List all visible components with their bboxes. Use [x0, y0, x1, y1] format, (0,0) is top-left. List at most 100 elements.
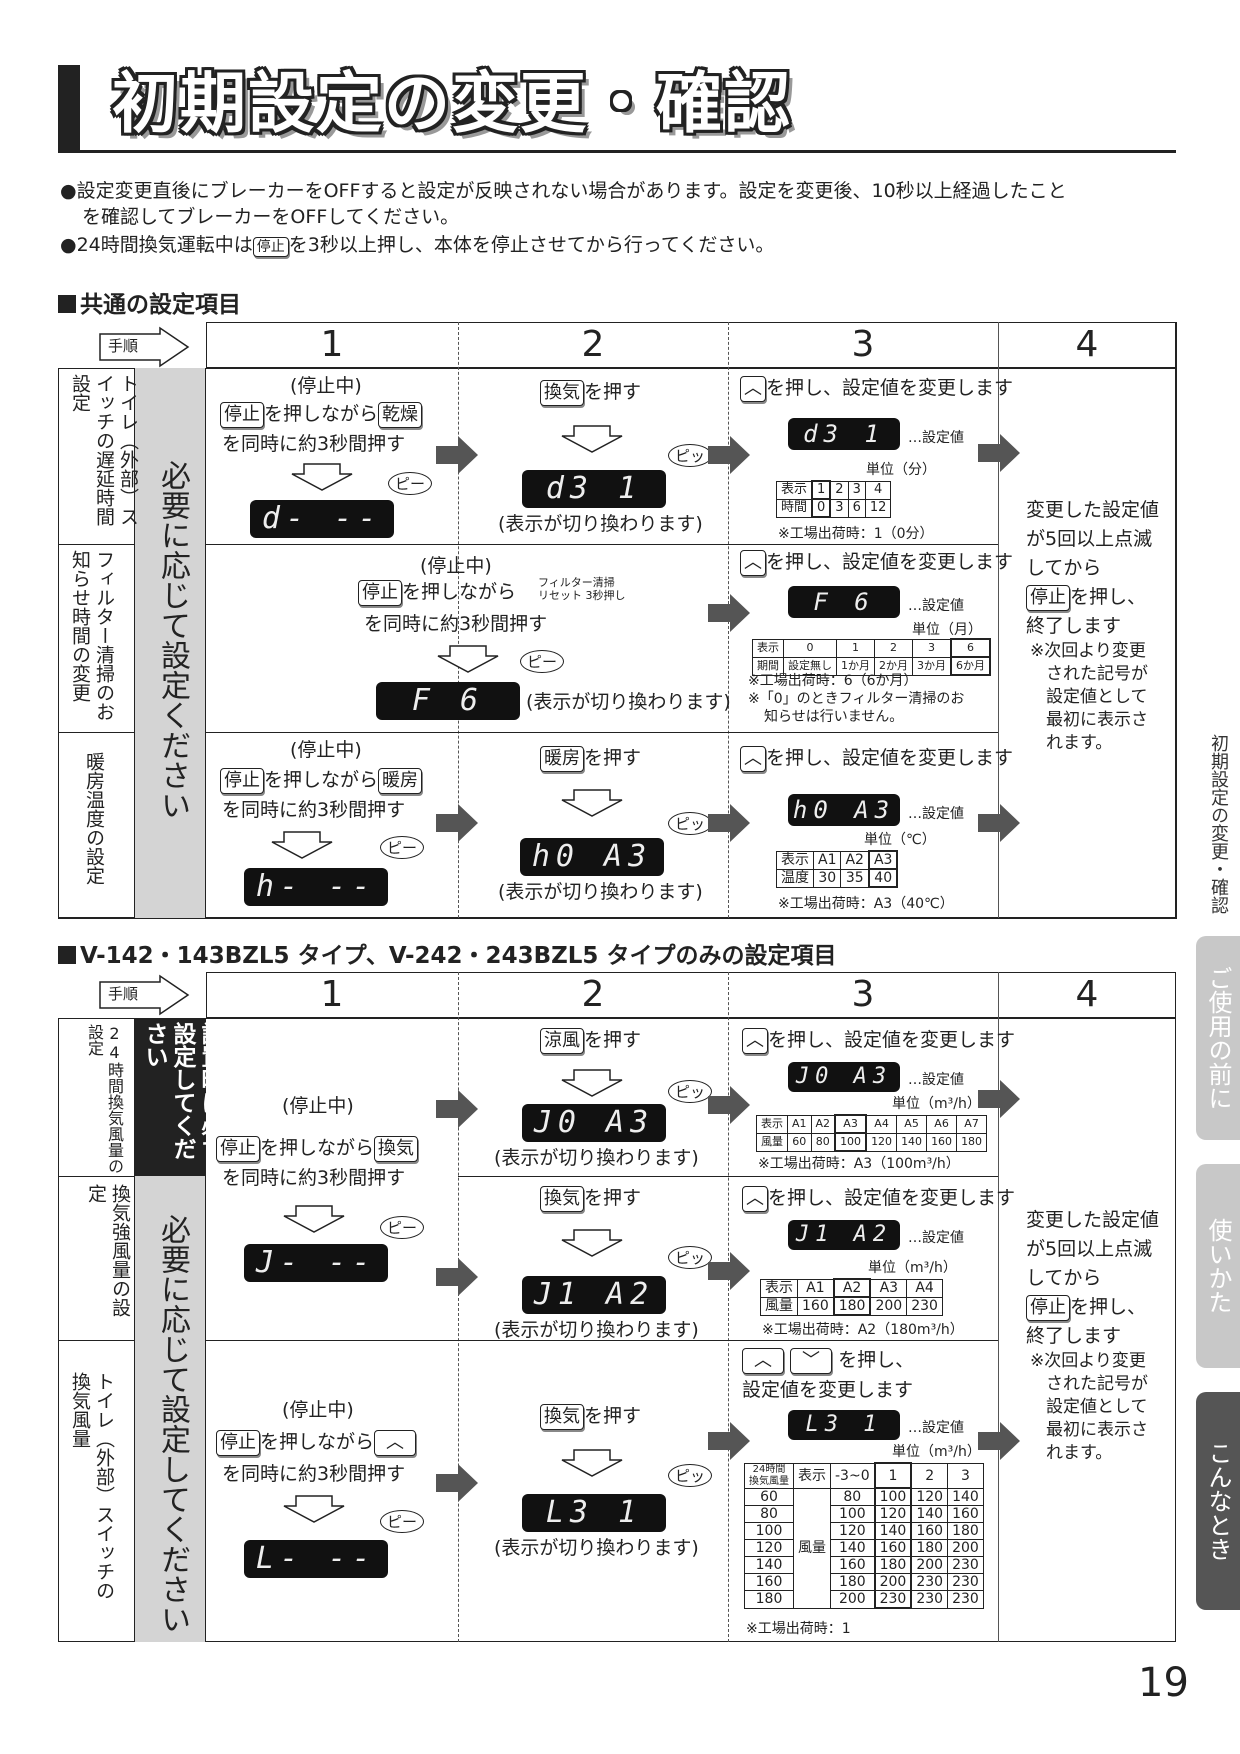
- beep-bubble: ピッ: [668, 1246, 713, 1269]
- side-band: [134, 1176, 206, 1642]
- page-title: 初期設定の変更・確認: [112, 65, 792, 142]
- beep-bubble: ピッ: [668, 1464, 713, 1487]
- up-key: ︿: [740, 746, 766, 772]
- step-4: 4: [1075, 324, 1099, 365]
- sidebar-tab-troubleshooting[interactable]: こんなとき: [1196, 1392, 1240, 1610]
- right-arrow-icon: [708, 1086, 750, 1124]
- vent-key: 換気: [540, 380, 584, 406]
- lcd-display: d- --: [250, 500, 394, 538]
- lcd-display: d3 1: [522, 470, 666, 508]
- lcd-display: L3 1: [522, 1494, 666, 1532]
- down-arrow-icon: [561, 425, 623, 453]
- stop-key: 停止: [252, 237, 289, 257]
- down-arrow-icon: [561, 789, 623, 817]
- section2-table: [58, 1018, 1176, 1642]
- beep-bubble: ピー: [380, 1216, 425, 1239]
- up-key: ︿: [742, 1348, 784, 1374]
- lcd-display: h0 A3: [788, 794, 900, 826]
- beep-bubble: ピー: [388, 472, 433, 495]
- heating-key: 暖房: [378, 768, 423, 794]
- row-name-heating: 暖房温度の設定: [83, 752, 105, 885]
- step4-note: ※次回より変更された記号が設定値として最初に表示されます。: [1030, 1351, 1148, 1463]
- stop-key: 停止: [216, 1430, 260, 1456]
- step4-text: 変更した設定値が5回以上点滅してから 停止を押し、 終了します: [1026, 499, 1160, 637]
- sidebar-current: 初期設定の変更・確認: [1208, 734, 1229, 914]
- sidebar-tab-how-to-use[interactable]: 使いかた: [1196, 1164, 1240, 1368]
- right-arrow-icon: [978, 1080, 1020, 1118]
- steps-label-arrow: 手順: [98, 974, 190, 1020]
- beep-bubble: ピッ: [668, 444, 713, 467]
- up-key: ︿: [740, 550, 766, 576]
- down-arrow-icon: [561, 1229, 623, 1257]
- lcd-display: J1 A2: [788, 1220, 900, 1250]
- row-name-filter: フィルター清掃のお知らせ時間の変更: [69, 550, 115, 721]
- right-arrow-icon: [436, 804, 478, 842]
- right-arrow-icon: [436, 1464, 478, 1502]
- lcd-display: J1 A2: [522, 1276, 666, 1314]
- down-arrow-icon: [561, 1449, 623, 1477]
- stop-key: 停止: [358, 580, 402, 606]
- side-label: 必要に応じて設定してください: [155, 1214, 190, 1634]
- vent-key: 換気: [374, 1136, 419, 1162]
- title-rule: [58, 150, 1176, 153]
- filter-reset-key: フィルター清掃リセット 3秒押し: [538, 576, 626, 602]
- lcd-display: L3 1: [788, 1410, 900, 1440]
- row-name-24h-airflow: 24時間換気風量の設定: [85, 1024, 124, 1174]
- stop-key: 停止: [220, 402, 264, 428]
- step-3: 3: [851, 974, 875, 1015]
- beep-bubble: ピッ: [668, 812, 713, 835]
- row-name-toilet-airflow: トイレ（外部）スイッチの換気風量: [69, 1372, 115, 1600]
- lcd-display: L- --: [244, 1540, 388, 1578]
- up-key: ︿: [742, 1028, 768, 1054]
- beep-bubble: ピー: [380, 836, 425, 859]
- down-arrow-icon: [561, 1069, 623, 1097]
- note-1: ●設定変更直後にブレーカーをOFFすると設定が反映されない場合があります。設定を…: [60, 180, 1067, 202]
- right-arrow-icon: [708, 804, 750, 842]
- section1-table: [58, 322, 1177, 919]
- row-name-strong-airflow: 換気強風量の設定: [85, 1184, 131, 1317]
- right-arrow-icon: [708, 1252, 750, 1290]
- sidebar-tab-before-use[interactable]: ご使用の前に: [1196, 936, 1240, 1140]
- down-arrow-icon: [283, 1205, 345, 1233]
- beep-bubble: ピッ: [668, 1080, 713, 1103]
- vent-key: 換気: [540, 1404, 584, 1430]
- step-1: 1: [320, 324, 344, 365]
- right-arrow-icon: [978, 1422, 1020, 1460]
- cool-breeze-key: 涼風: [540, 1028, 584, 1054]
- up-key: ︿: [742, 1186, 768, 1212]
- up-key: ︿: [740, 376, 766, 402]
- right-arrow-icon: [708, 436, 750, 474]
- lcd-display: F 6: [788, 586, 900, 618]
- stop-key: 停止: [216, 1136, 260, 1162]
- right-arrow-icon: [708, 594, 750, 632]
- side-label-required: 設置時に必ず設定してください: [141, 1022, 223, 1160]
- right-arrow-icon: [436, 436, 478, 474]
- note-2: ●24時間換気運転中は停止を3秒以上押し、本体を停止させてから行ってください。: [60, 234, 775, 257]
- down-arrow-icon: [437, 645, 499, 673]
- stop-key: 停止: [1026, 585, 1070, 611]
- section1-header: [206, 322, 1176, 368]
- lcd-display: h- --: [244, 868, 388, 906]
- down-key: ﹀: [790, 1348, 833, 1374]
- lcd-display: F 6: [376, 682, 520, 720]
- up-key: ︿: [374, 1430, 417, 1456]
- lcd-display: J- --: [244, 1244, 388, 1282]
- lcd-display: J0 A3: [522, 1104, 666, 1142]
- step-4: 4: [1075, 974, 1099, 1015]
- down-arrow-icon: [283, 1495, 345, 1523]
- stop-key: 停止: [1026, 1295, 1070, 1321]
- heating-key: 暖房: [540, 746, 584, 772]
- page-number: 19: [1138, 1660, 1189, 1706]
- stop-key: 停止: [220, 768, 264, 794]
- step4-text: 変更した設定値が5回以上点滅してから 停止を押し、 終了します: [1026, 1209, 1160, 1347]
- lcd-display: d3 1: [788, 418, 900, 450]
- steps-label-arrow: 手順: [98, 326, 190, 372]
- step-3: 3: [851, 324, 875, 365]
- title-bar: [58, 65, 80, 153]
- right-arrow-icon: [978, 434, 1020, 472]
- side-band: [134, 368, 206, 918]
